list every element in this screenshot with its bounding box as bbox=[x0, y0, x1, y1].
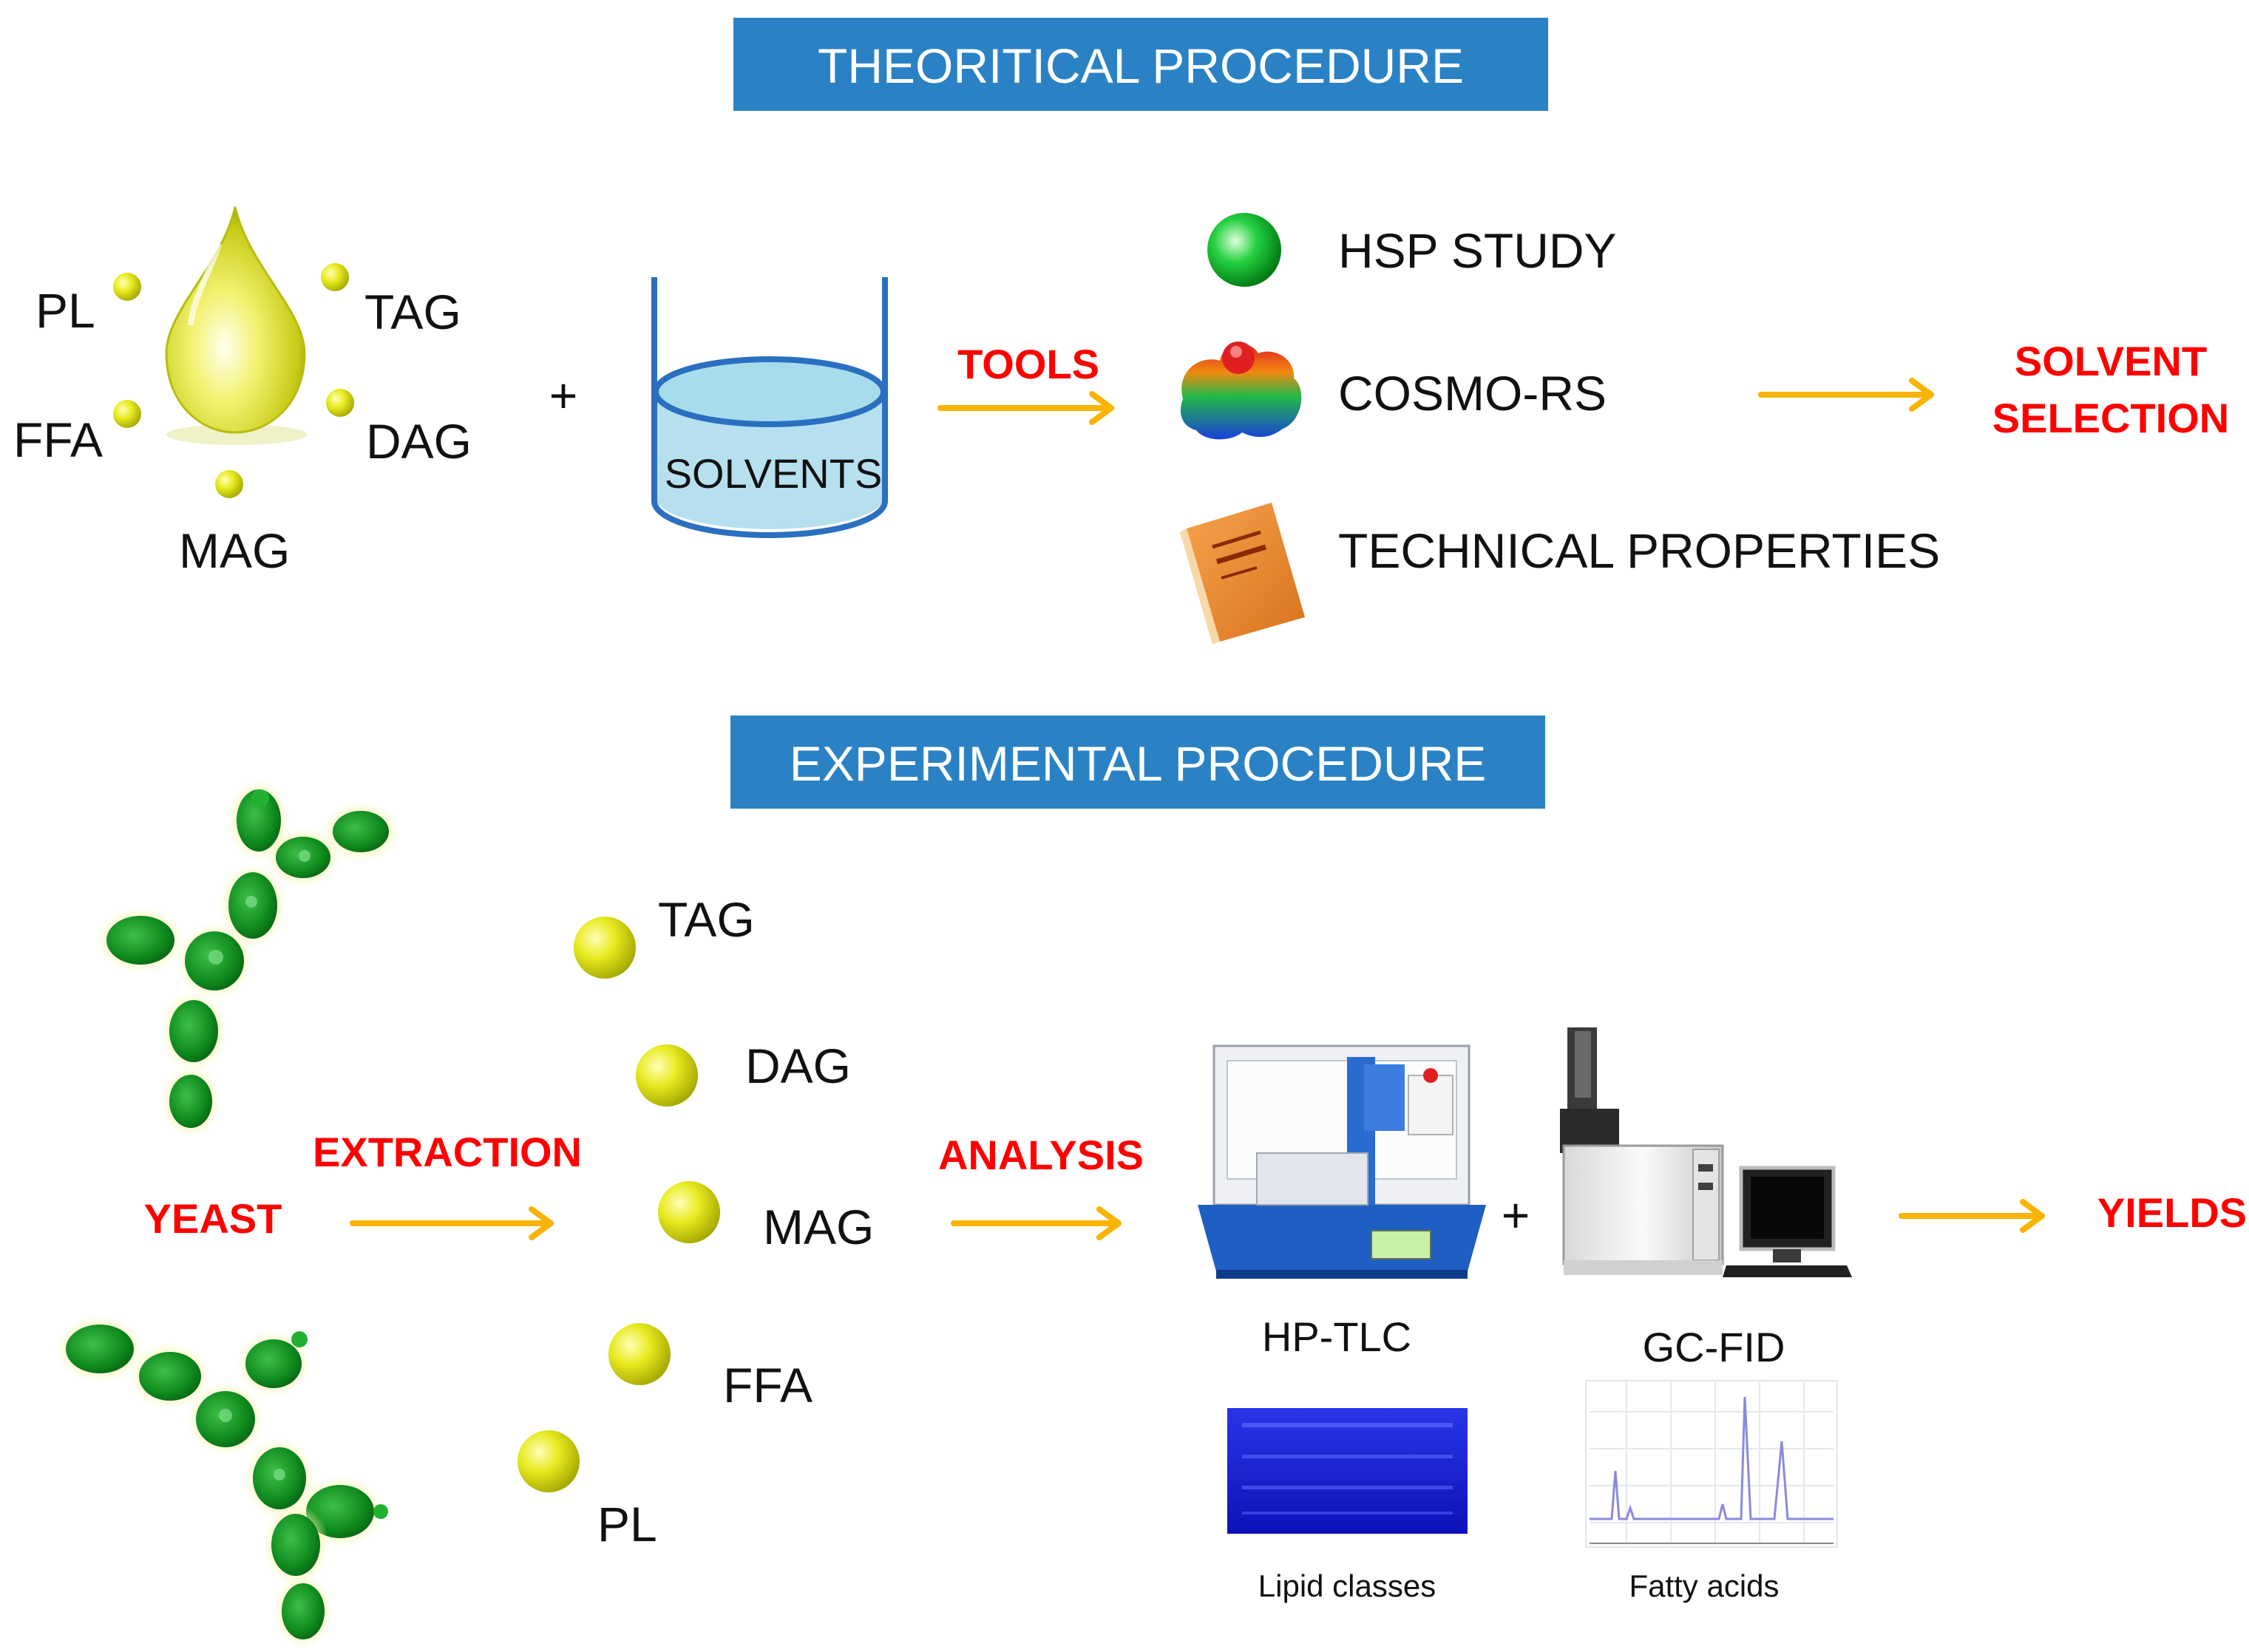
solvent-selection-line2: SELECTION bbox=[1992, 395, 2229, 441]
hsp-sphere-icon bbox=[1207, 213, 1281, 287]
analysis-arrow bbox=[951, 1206, 1122, 1240]
extracted-ball-tag-icon bbox=[574, 917, 636, 979]
tool-hsp-label: HSP STUDY bbox=[1338, 223, 1617, 278]
selection-arrow bbox=[1758, 378, 1934, 412]
lipid-ball-tag-icon bbox=[321, 263, 349, 291]
oil-drop-icon bbox=[165, 206, 307, 445]
extraction-arrow bbox=[350, 1206, 554, 1240]
lipid-ball-ffa-icon bbox=[113, 400, 141, 428]
yeast-cluster-bottom-icon bbox=[55, 1316, 388, 1648]
gc-fid-instrument-icon bbox=[1560, 1027, 1852, 1277]
chromatogram-image bbox=[1585, 1380, 1838, 1548]
hp-tlc-label: HP-TLC bbox=[1262, 1313, 1411, 1360]
instrument-plus-sign: + bbox=[1502, 1188, 1530, 1243]
experimental-header: EXPERIMENTAL PROCEDURE bbox=[730, 715, 1545, 809]
theoretical-header-label: THEORITICAL PROCEDURE bbox=[818, 38, 1464, 93]
solvent-handbook-icon bbox=[1180, 503, 1305, 645]
caption-lipid-classes: Lipid classes bbox=[1258, 1568, 1436, 1603]
tools-label: TOOLS bbox=[957, 341, 1099, 387]
tlc-plate-image bbox=[1227, 1408, 1468, 1534]
lipid-label-tag: TAG bbox=[364, 285, 461, 339]
tool-technical-label: TECHNICAL PROPERTIES bbox=[1338, 523, 1940, 578]
analysis-label: ANALYSIS bbox=[938, 1132, 1144, 1178]
extracted-ball-ffa-icon bbox=[608, 1323, 671, 1385]
tools-arrow bbox=[937, 391, 1114, 425]
extracted-ball-dag-icon bbox=[636, 1044, 698, 1107]
lipid-ball-dag-icon bbox=[326, 389, 354, 417]
experimental-header-label: EXPERIMENTAL PROCEDURE bbox=[790, 736, 1487, 791]
gc-fid-label: GC-FID bbox=[1643, 1324, 1785, 1370]
lipid-label-mag: MAG bbox=[179, 523, 290, 578]
yields-label: YIELDS bbox=[2097, 1189, 2247, 1236]
theoretical-header: THEORITICAL PROCEDURE bbox=[733, 18, 1548, 111]
extracted-label-pl: PL bbox=[597, 1497, 657, 1551]
lipid-label-ffa: FFA bbox=[13, 412, 103, 467]
extracted-ball-pl-icon bbox=[518, 1430, 580, 1492]
lipid-ball-mag-icon bbox=[215, 470, 243, 498]
solvents-label: SOLVENTS bbox=[665, 450, 883, 497]
solvent-selection-line1: SOLVENT bbox=[2015, 338, 2207, 384]
solvent-beaker-icon: SOLVENTS bbox=[651, 277, 888, 538]
extraction-label: EXTRACTION bbox=[313, 1129, 582, 1175]
extracted-label-mag: MAG bbox=[763, 1200, 874, 1254]
yeast-cluster-top-icon bbox=[96, 780, 399, 1137]
yields-arrow bbox=[1899, 1199, 2045, 1233]
extracted-label-dag: DAG bbox=[745, 1039, 851, 1093]
experimental-section: EXPERIMENTAL PROCEDURE bbox=[55, 715, 2247, 1648]
extracted-label-ffa: FFA bbox=[723, 1358, 813, 1413]
extracted-ball-mag-icon bbox=[658, 1181, 720, 1243]
caption-fatty-acids: Fatty acids bbox=[1629, 1568, 1779, 1603]
tool-cosmo-label: COSMO-RS bbox=[1338, 366, 1607, 421]
lipid-label-pl: PL bbox=[35, 283, 95, 338]
plus-sign: + bbox=[549, 368, 578, 423]
lipid-ball-pl-icon bbox=[113, 273, 141, 301]
theoretical-section: THEORITICAL PROCEDURE PL TAG FFA DAG MAG… bbox=[13, 18, 2229, 645]
cosmo-rs-surface-icon bbox=[1180, 341, 1302, 440]
extracted-label-tag: TAG bbox=[658, 892, 755, 947]
yeast-label: YEAST bbox=[144, 1195, 282, 1242]
lipid-label-dag: DAG bbox=[366, 414, 472, 469]
hp-tlc-instrument-icon bbox=[1198, 1044, 1486, 1279]
